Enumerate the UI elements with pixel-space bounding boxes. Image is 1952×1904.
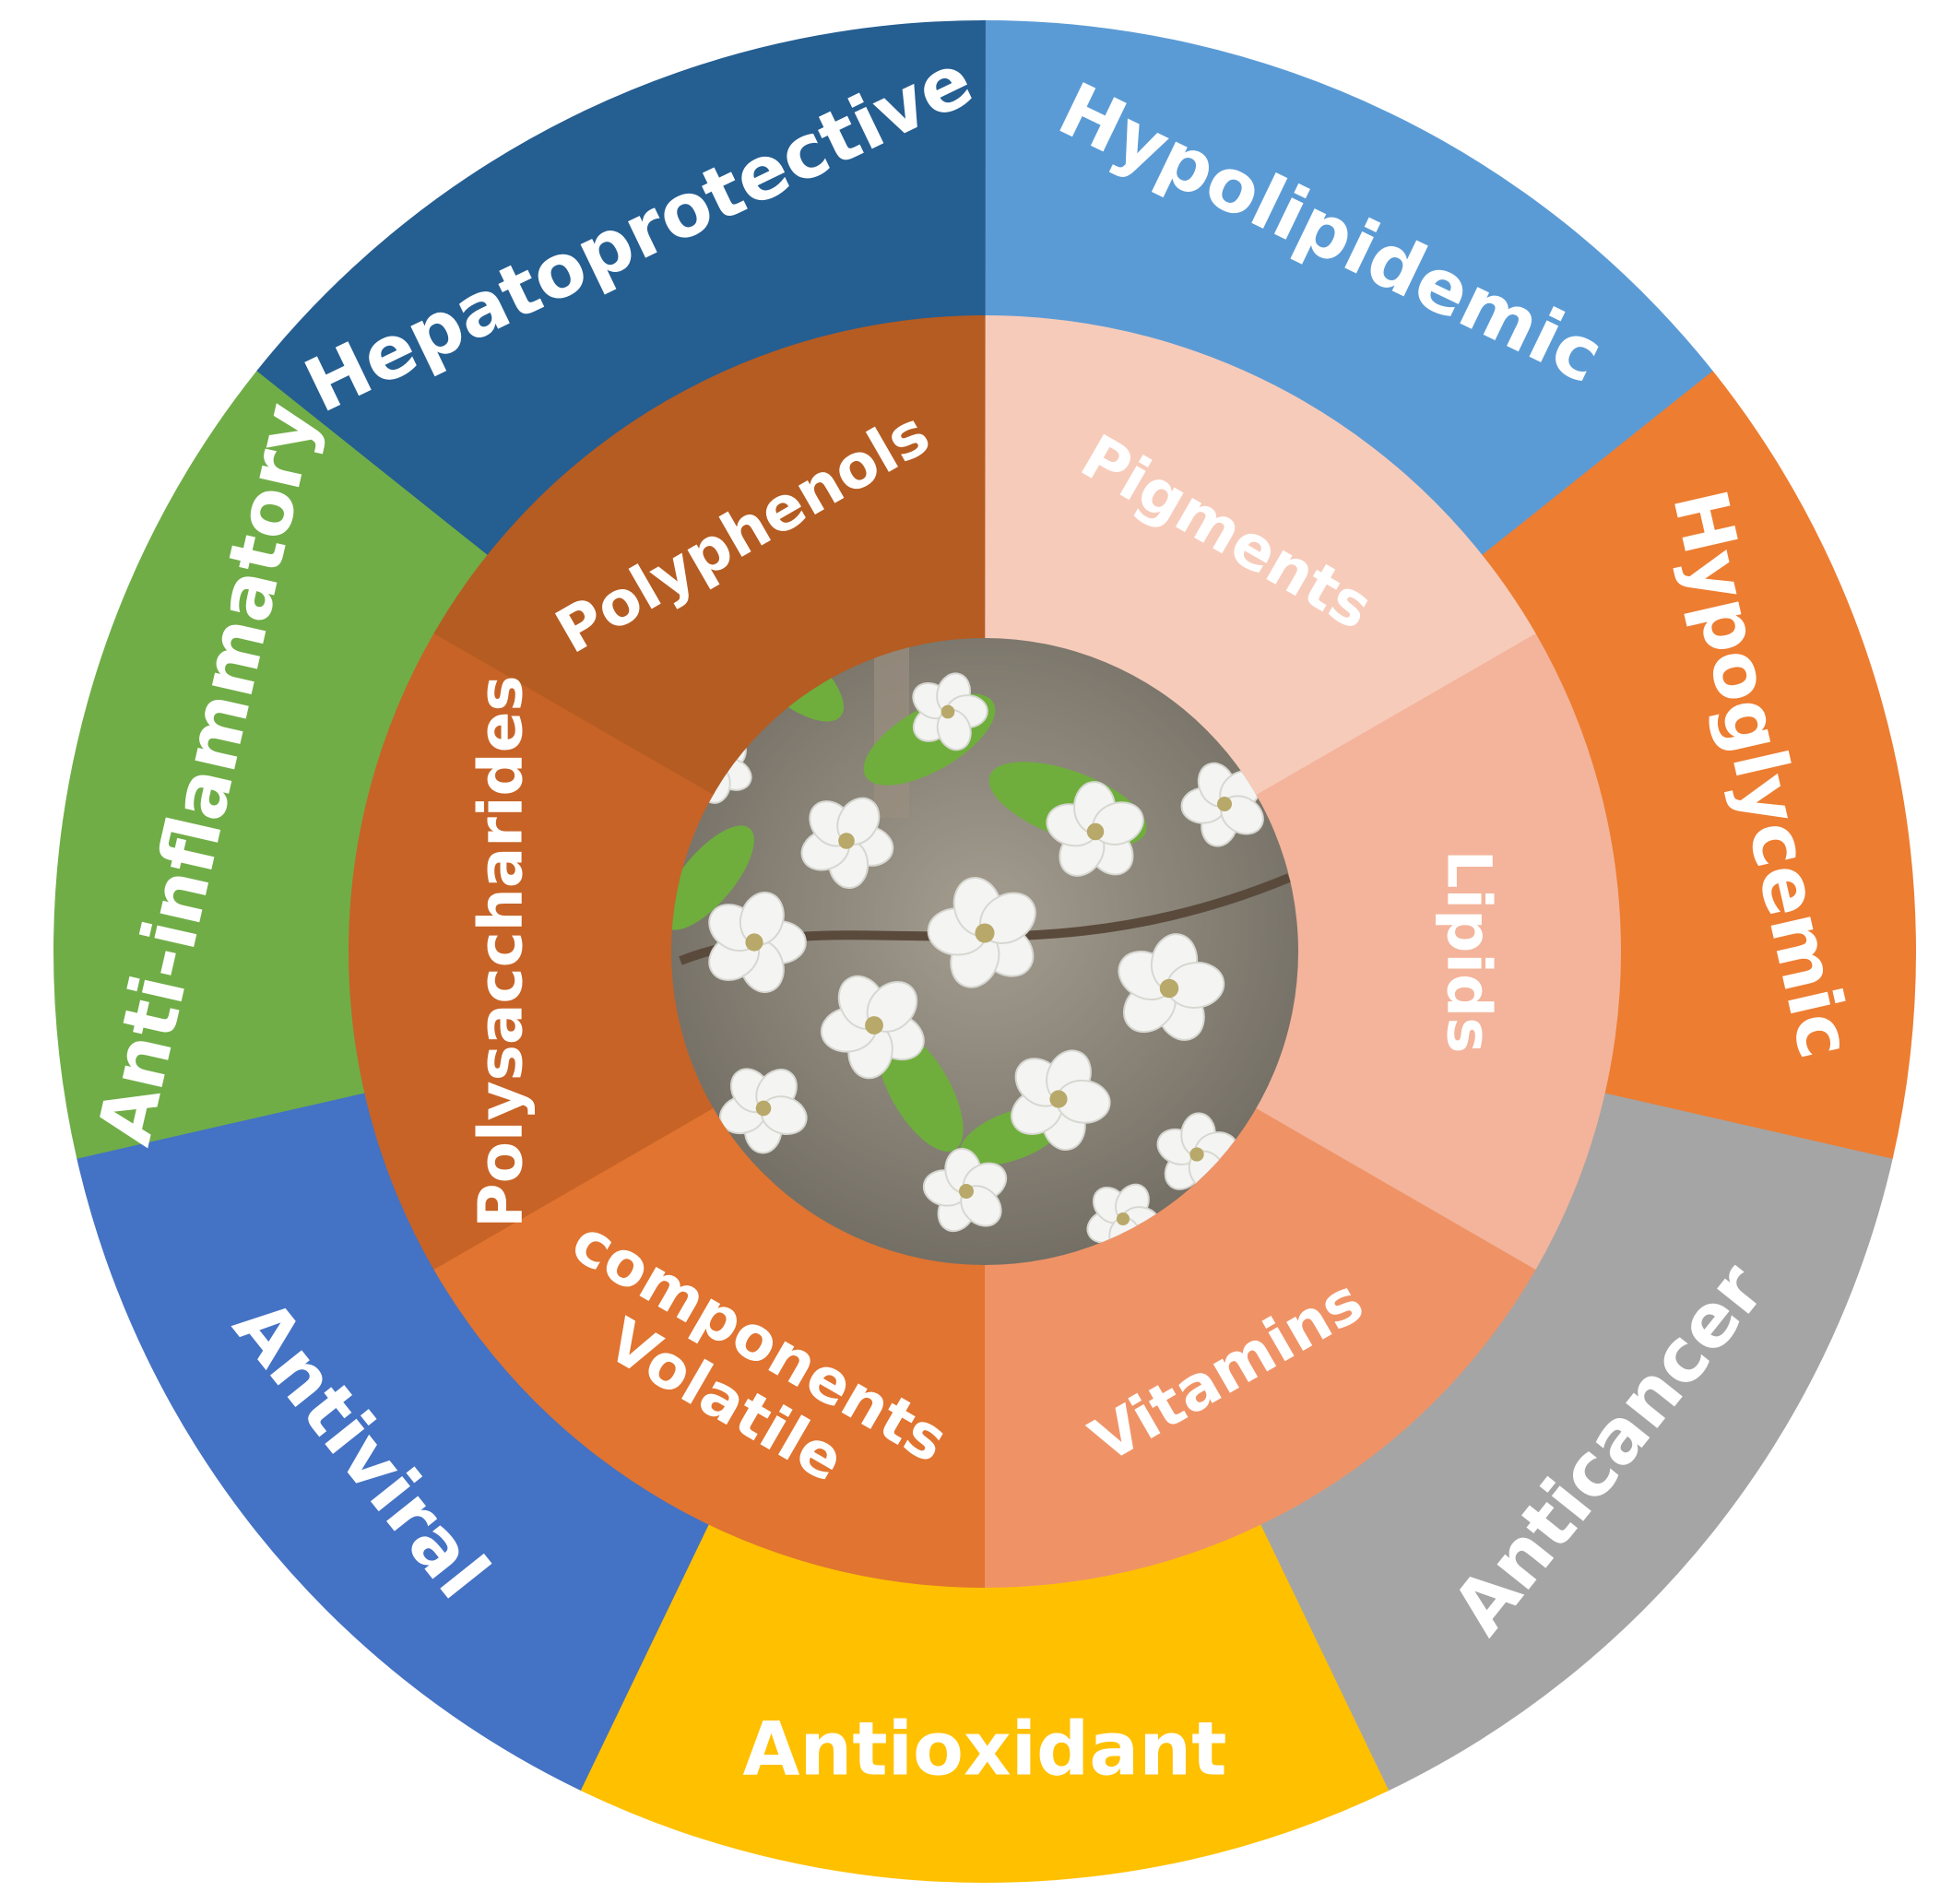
outer-segment-hepatoprotective bbox=[256, 19, 986, 557]
inner-segment-lipids bbox=[1254, 633, 1622, 1271]
blossom-9 bbox=[1180, 762, 1264, 847]
blossom-10 bbox=[922, 1147, 1008, 1233]
outer-ring bbox=[53, 19, 1916, 1883]
outer-segment-hypolipidemic bbox=[985, 20, 1714, 557]
inner-label-polysaccharides: Polysaccharides bbox=[466, 675, 537, 1227]
outer-segment-hypoglycemic bbox=[1480, 371, 1916, 1160]
blossom-5 bbox=[1046, 781, 1144, 877]
blossom-8 bbox=[719, 1068, 808, 1154]
outer-segment-antiviral bbox=[77, 1092, 710, 1791]
inner-segment-polyphenols bbox=[433, 315, 986, 796]
inner-ring bbox=[348, 315, 1622, 1588]
outer-label-antioxidant: Antioxidant bbox=[743, 1707, 1227, 1792]
inner-label-lipids: Lipids bbox=[1434, 849, 1505, 1053]
blossom-6 bbox=[1118, 933, 1225, 1041]
outer-segment-anticancer bbox=[1259, 1093, 1893, 1792]
blossom-2 bbox=[800, 797, 894, 890]
inner-segment-pigments bbox=[985, 315, 1536, 797]
inner-segment-vitamins bbox=[984, 1107, 1536, 1588]
outer-segment-anti-inflammatory bbox=[53, 370, 490, 1159]
blossom-4 bbox=[927, 877, 1036, 988]
blossom-1 bbox=[708, 892, 807, 993]
inner-segment-polysaccharides bbox=[348, 633, 716, 1270]
leaf-4 bbox=[671, 825, 754, 930]
outer-segment-antioxidant bbox=[579, 1522, 1390, 1883]
inner-segment-volatile-components bbox=[433, 1106, 986, 1588]
blossom-3 bbox=[820, 975, 925, 1080]
blossom-12 bbox=[912, 672, 988, 751]
blossom-11 bbox=[1156, 1112, 1238, 1193]
blossom-7 bbox=[1011, 1049, 1111, 1151]
